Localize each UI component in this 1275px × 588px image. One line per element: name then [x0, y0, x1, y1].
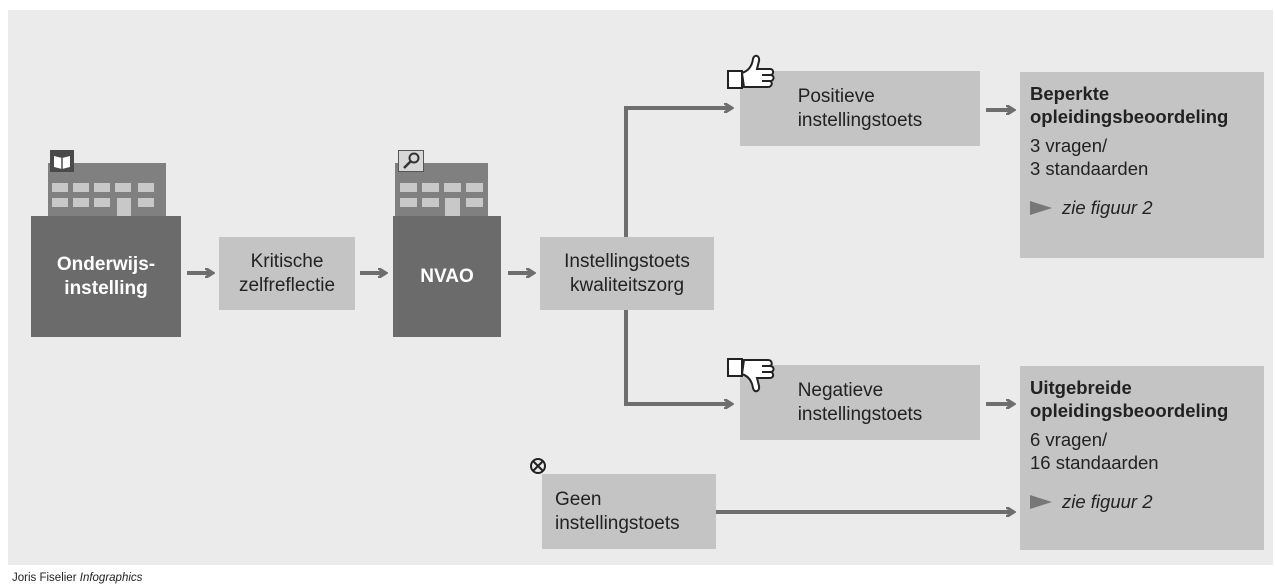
credit-name: Joris Fiselier: [12, 572, 77, 584]
node-nvao-label: NVAO: [420, 265, 474, 287]
node-geen-label: Geen instellingstoets: [555, 488, 680, 534]
result-uitgebreid-link-label: zie figuur 2: [1062, 491, 1153, 512]
result-beperkt-text: 3 vragen/ 3 standaarden: [1030, 135, 1149, 179]
nvao-building: [395, 163, 488, 217]
result-beperkt: Beperkte opleidingsbeoordeling 3 vragen/…: [1020, 72, 1264, 258]
branch-positive: [624, 108, 730, 237]
school-building: [48, 163, 166, 217]
node-instellingstoets: Instellingstoets kwaliteitszorg: [540, 237, 714, 310]
credit: Joris Fiselier Infographics: [12, 572, 142, 584]
result-beperkt-title: Beperkte opleidingsbeoordeling: [1030, 83, 1229, 127]
credit-label: Infographics: [79, 572, 143, 584]
cross-circle-icon: [530, 458, 546, 474]
thumbs-up-icon: [727, 54, 775, 89]
node-zelfreflectie-label: Kritische zelfreflectie: [238, 250, 336, 296]
node-positief: Positieve instellingstoets: [740, 71, 980, 146]
node-negatief: Negatieve instellingstoets: [740, 365, 980, 440]
magnifier-icon: [398, 150, 424, 172]
node-onderwijsinstelling-label: Onderwijs- instelling: [56, 253, 156, 299]
node-negatief-label: Negatieve instellingstoets: [797, 379, 923, 425]
branch-negative: [624, 310, 730, 404]
node-onderwijsinstelling: Onderwijs- instelling: [31, 216, 181, 337]
node-zelfreflectie: Kritische zelfreflectie: [219, 237, 355, 310]
result-uitgebreid: Uitgebreide opleidingsbeoordeling 6 vrag…: [1020, 366, 1264, 550]
node-nvao: NVAO: [393, 216, 501, 337]
book-icon: [50, 150, 74, 172]
play-arrow-icon: [1030, 494, 1052, 509]
node-instellingstoets-label: Instellingstoets kwaliteitszorg: [564, 250, 690, 296]
result-uitgebreid-text: 6 vragen/ 16 standaarden: [1030, 429, 1159, 473]
node-positief-label: Positieve instellingstoets: [797, 85, 923, 131]
result-beperkt-link[interactable]: zie figuur 2: [1030, 196, 1254, 219]
result-beperkt-link-label: zie figuur 2: [1062, 197, 1153, 218]
result-uitgebreid-link[interactable]: zie figuur 2: [1030, 490, 1254, 513]
result-uitgebreid-title: Uitgebreide opleidingsbeoordeling: [1030, 377, 1229, 421]
play-arrow-icon: [1030, 200, 1052, 215]
thumbs-down-icon: [727, 358, 775, 393]
node-geen: Geen instellingstoets: [542, 474, 716, 549]
